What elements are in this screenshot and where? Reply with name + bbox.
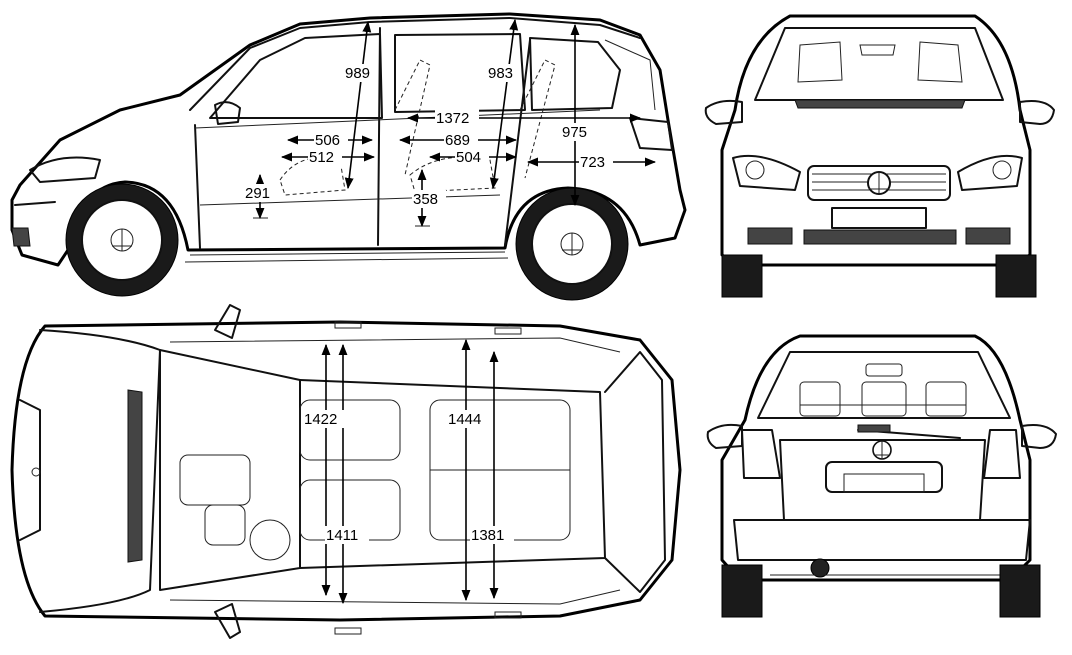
dim-label-512: 512 <box>309 149 334 166</box>
side-view: 989 983 1372 975 506 512 689 504 723 291… <box>10 12 687 301</box>
dim-label-291: 291 <box>245 185 270 202</box>
dim-label-975: 975 <box>562 124 587 141</box>
rear-view <box>706 334 1057 618</box>
dim-label-1372: 1372 <box>436 110 469 127</box>
top-view: 1422 1444 1411 1381 <box>10 304 682 639</box>
front-view <box>704 14 1055 298</box>
dim-label-506: 506 <box>315 132 340 149</box>
dim-label-723: 723 <box>580 154 605 171</box>
dim-label-1381: 1381 <box>471 527 504 544</box>
dim-label-1411: 1411 <box>326 527 358 544</box>
dim-line-989 <box>344 20 372 190</box>
dim-label-989: 989 <box>345 65 370 82</box>
dim-label-983: 983 <box>488 65 513 82</box>
dim-line-983 <box>489 18 519 190</box>
dim-label-358: 358 <box>413 191 438 208</box>
dim-label-689: 689 <box>445 132 470 149</box>
dim-label-1422: 1422 <box>304 411 337 428</box>
dim-label-1444: 1444 <box>448 411 481 428</box>
dim-label-504: 504 <box>456 149 481 166</box>
